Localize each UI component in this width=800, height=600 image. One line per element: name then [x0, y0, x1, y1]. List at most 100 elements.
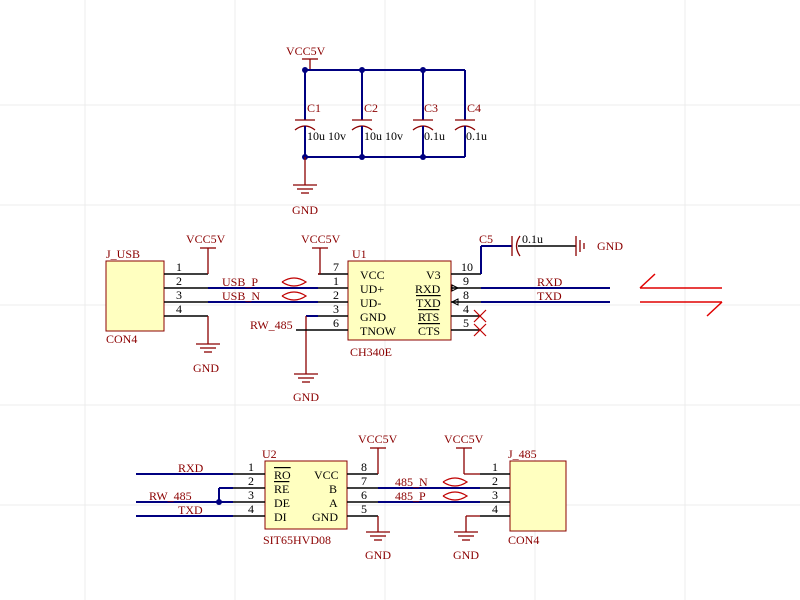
- svg-text:VCC: VCC: [360, 268, 385, 282]
- connector-j-485[interactable]: J_485 CON4 1 2 3 4 VCC5V GND: [444, 432, 567, 562]
- connector-j-usb[interactable]: J_USB CON4 1 2 3 4 VCC5V GND: [105, 232, 226, 375]
- svg-text:GND: GND: [597, 239, 623, 253]
- ic-part: CH340E: [350, 345, 392, 359]
- cap-value: 0.1u: [522, 232, 543, 246]
- svg-text:TXD: TXD: [416, 296, 441, 310]
- svg-text:DE: DE: [274, 496, 290, 510]
- bidirectional-arrows-icon: [639, 273, 723, 317]
- svg-text:TXD: TXD: [178, 503, 203, 517]
- svg-text:UD-: UD-: [360, 296, 381, 310]
- svg-text:5: 5: [463, 316, 469, 330]
- net-label-txd: TXD: [537, 289, 562, 303]
- cap-ref: C5: [479, 232, 493, 246]
- cap-bank-vcc-label: VCC5V: [286, 44, 326, 58]
- cap-ref: C4: [467, 101, 481, 115]
- capacitor-c1[interactable]: C1 10u 10v: [294, 70, 346, 157]
- svg-text:GND: GND: [365, 548, 391, 562]
- svg-text:8: 8: [463, 288, 469, 302]
- svg-text:RXD: RXD: [178, 461, 204, 475]
- net-label-rxd: RXD: [537, 275, 563, 289]
- cap-ref: C2: [364, 101, 378, 115]
- rs485-lines: 485_N 485_P: [378, 475, 480, 503]
- svg-text:3: 3: [333, 302, 339, 316]
- svg-text:1: 1: [248, 460, 254, 474]
- svg-text:B: B: [329, 482, 337, 496]
- cap-value: 0.1u: [424, 129, 445, 143]
- svg-text:6: 6: [333, 316, 339, 330]
- svg-text:RTS: RTS: [418, 310, 439, 324]
- svg-text:4: 4: [463, 302, 469, 316]
- svg-text:4: 4: [492, 502, 498, 516]
- cap-value: 10u 10v: [364, 129, 403, 143]
- svg-text:10: 10: [461, 260, 473, 274]
- decoupling-capacitors: VCC5V C1 10u 10v C2 10u 10v: [286, 44, 487, 217]
- uart-lines-u2: RXD RW_485 TXD: [136, 461, 233, 517]
- svg-text:GND: GND: [360, 310, 386, 324]
- capacitor-c3[interactable]: C3 0.1u: [412, 70, 445, 157]
- svg-text:6: 6: [361, 488, 367, 502]
- svg-text:VCC5V: VCC5V: [358, 432, 398, 446]
- cap-value: 10u 10v: [307, 129, 346, 143]
- connector-ref: J_USB: [106, 247, 140, 261]
- net-label-485p: 485_P: [395, 489, 426, 503]
- svg-text:4: 4: [176, 302, 182, 316]
- svg-text:1: 1: [492, 460, 498, 474]
- svg-text:5: 5: [361, 502, 367, 516]
- svg-text:RXD: RXD: [415, 282, 441, 296]
- net-label-485n: 485_N: [395, 475, 428, 489]
- cap-ref: C1: [307, 101, 321, 115]
- svg-text:3: 3: [176, 288, 182, 302]
- net-label-usb-n: USB_N: [222, 289, 260, 303]
- diff-pair-icon: [442, 477, 469, 501]
- svg-text:DI: DI: [274, 510, 287, 524]
- svg-text:1: 1: [176, 260, 182, 274]
- svg-text:4: 4: [248, 502, 254, 516]
- svg-text:UD+: UD+: [360, 282, 384, 296]
- svg-text:1: 1: [333, 274, 339, 288]
- capacitor-c5[interactable]: C5 0.1u GND: [479, 232, 623, 274]
- connector-type: CON4: [106, 332, 137, 346]
- svg-text:8: 8: [361, 460, 367, 474]
- svg-text:CTS: CTS: [418, 324, 440, 338]
- ic-ref: U1: [352, 247, 367, 261]
- ic-part: SIT65HVD08: [263, 533, 331, 547]
- svg-text:9: 9: [463, 274, 469, 288]
- svg-text:VCC5V: VCC5V: [301, 232, 341, 246]
- svg-text:V3: V3: [426, 268, 441, 282]
- svg-text:RO: RO: [274, 468, 291, 482]
- connector-ref: J_485: [508, 447, 537, 461]
- svg-text:7: 7: [333, 260, 339, 274]
- svg-text:VCC: VCC: [314, 468, 339, 482]
- no-connect-marks: [473, 309, 487, 337]
- cap-bank-ground: GND: [292, 157, 318, 217]
- cap-value: 0.1u: [466, 129, 487, 143]
- svg-text:3: 3: [492, 488, 498, 502]
- svg-text:VCC5V: VCC5V: [444, 432, 484, 446]
- ic-u2-sit65hvd08[interactable]: U2 SIT65HVD08 1 2 3 4 RO RE DE DI 8 7 6 …: [233, 432, 398, 562]
- svg-text:RW_485: RW_485: [149, 489, 192, 503]
- net-label-rw485: RW_485: [250, 318, 293, 332]
- connector-type: CON4: [508, 533, 539, 547]
- svg-text:GND: GND: [292, 203, 318, 217]
- svg-text:GND: GND: [453, 548, 479, 562]
- net-label-usb-p: USB_P: [222, 275, 258, 289]
- cap-ref: C3: [424, 101, 438, 115]
- svg-text:2: 2: [176, 274, 182, 288]
- svg-text:7: 7: [361, 474, 367, 488]
- svg-text:2: 2: [492, 474, 498, 488]
- svg-text:GND: GND: [193, 361, 219, 375]
- capacitor-c2[interactable]: C2 10u 10v: [351, 70, 403, 157]
- svg-text:2: 2: [248, 474, 254, 488]
- diff-pair-icon: [281, 277, 308, 301]
- svg-text:3: 3: [248, 488, 254, 502]
- svg-text:A: A: [329, 496, 338, 510]
- svg-text:VCC5V: VCC5V: [186, 232, 226, 246]
- svg-text:GND: GND: [312, 510, 338, 524]
- ic-u1-ch340e[interactable]: U1 CH340E 7 1 2 3 6 VCC UD+ UD- GND TNOW…: [250, 232, 487, 404]
- svg-text:2: 2: [333, 288, 339, 302]
- capacitor-c4[interactable]: C4 0.1u: [454, 70, 487, 157]
- usb-data-lines: USB_P USB_N: [208, 275, 318, 303]
- svg-text:RE: RE: [274, 482, 289, 496]
